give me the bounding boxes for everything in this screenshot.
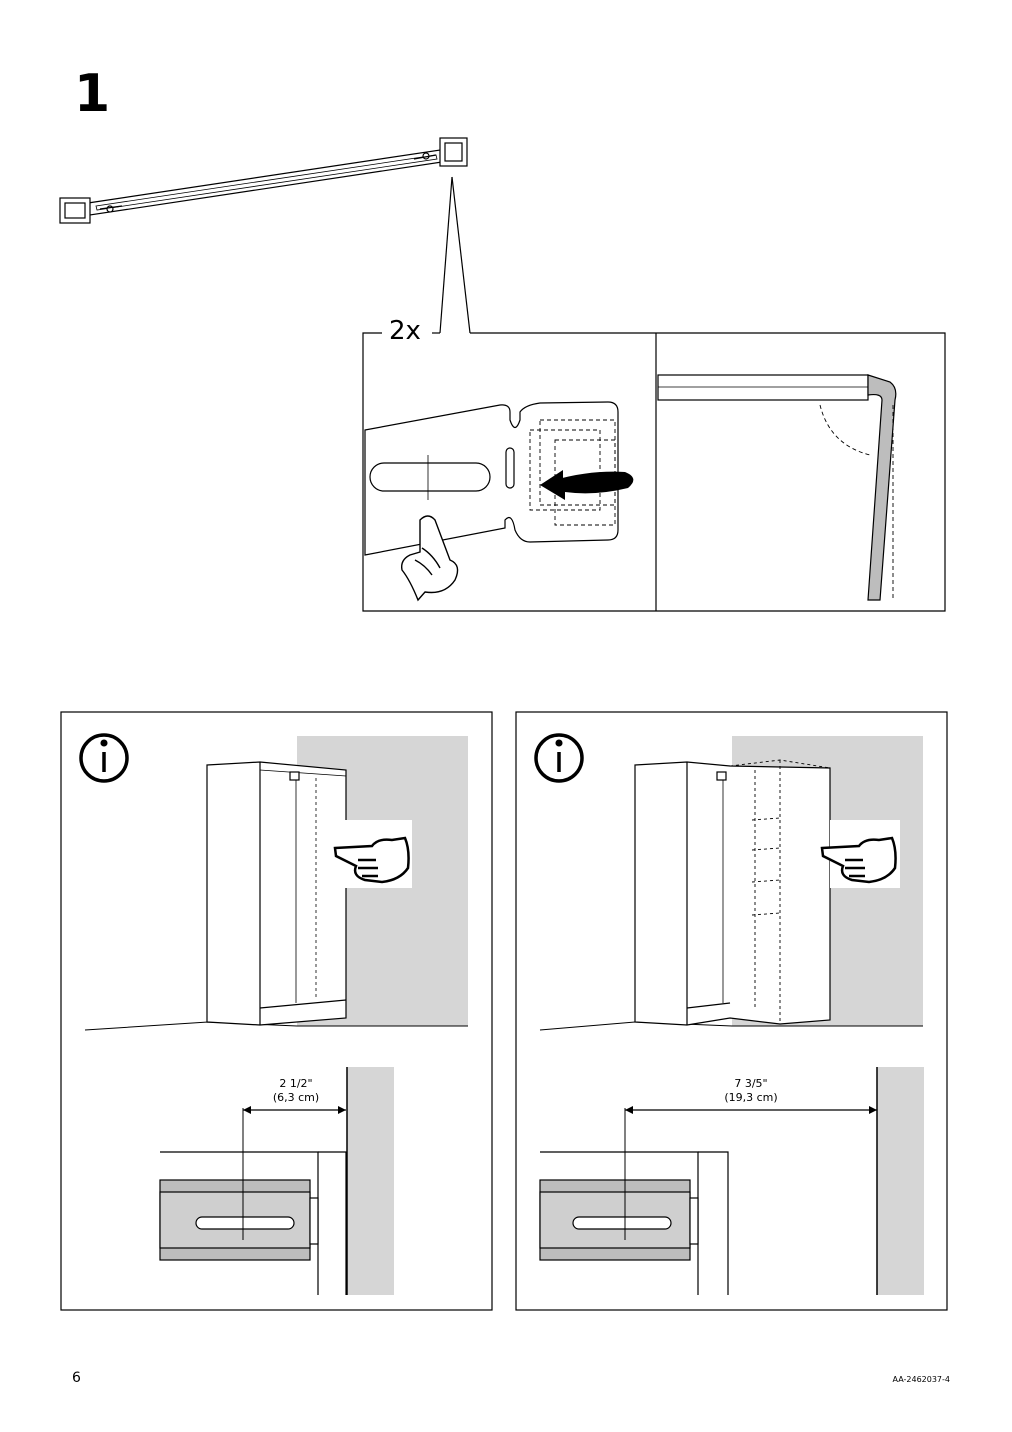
document-code: AA-2462037-4 xyxy=(892,1375,950,1384)
rail-illustration xyxy=(59,137,468,224)
quantity-label: 2x xyxy=(386,318,424,344)
distance-right-imperial: 7 3/5" xyxy=(734,1077,768,1090)
distance-left-metric: (6,3 cm) xyxy=(272,1091,320,1104)
wardrobe-with-unit xyxy=(634,759,831,1026)
info-icon xyxy=(534,733,584,783)
wardrobe-frame xyxy=(206,761,347,1026)
distance-right-metric: (19,3 cm) xyxy=(724,1091,778,1104)
pointing-hand-icon xyxy=(820,820,900,888)
pointing-hand-icon xyxy=(333,820,412,888)
detail-box xyxy=(362,332,946,612)
step-illustration xyxy=(59,137,946,612)
distance-left-imperial: 2 1/2" xyxy=(279,1077,313,1090)
step-number: 1 xyxy=(74,64,111,124)
rail-side-view xyxy=(657,374,897,601)
callout-lines xyxy=(439,176,471,334)
info-icon xyxy=(79,733,129,783)
press-finger-icon xyxy=(400,515,459,602)
page-number: 6 xyxy=(72,1370,81,1386)
rotate-arrow-icon xyxy=(540,470,634,500)
